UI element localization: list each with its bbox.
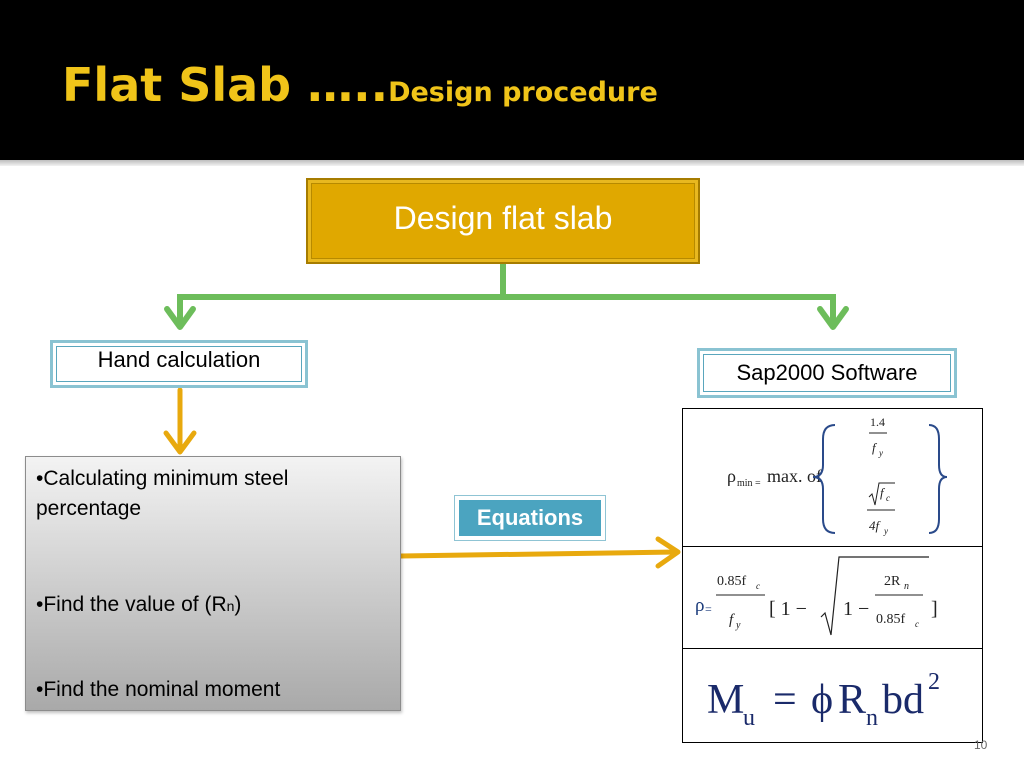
moment-equation: M u = ϕ R n bd 2 <box>707 669 940 731</box>
orange-down-arrow <box>163 387 197 455</box>
inner-one: 1 − <box>843 598 869 620</box>
rho-min-symbol: ρ <box>727 466 736 486</box>
design-flat-slab-box: Design flat slab <box>306 178 700 264</box>
rho-numerator-sub: c <box>756 581 760 591</box>
slide-title: Flat Slab …..Design procedure <box>62 58 658 112</box>
rho-min-formula: ρ min = max. of 1.4 f y f c 4f y <box>683 409 982 547</box>
bracket-open: [ 1 − <box>769 598 807 620</box>
rho-symbol: ρ <box>695 595 704 616</box>
term2-denominator-sub: y <box>883 526 888 536</box>
slide-title-main: Flat Slab ….. <box>62 58 389 112</box>
sap2000-software-box: Sap2000 Software <box>697 348 957 398</box>
left-brace <box>812 424 836 534</box>
term2-numerator-sub: c <box>886 493 890 503</box>
sqrt-sign <box>868 482 895 506</box>
moment-bd: bd <box>882 677 924 723</box>
moment-formula: M u = ϕ R n bd 2 <box>683 649 982 742</box>
slide-number: 10 <box>974 738 988 752</box>
equations-label: Equations <box>454 495 606 541</box>
inner-denominator-sub: c <box>915 619 919 629</box>
moment-M: M <box>707 677 744 723</box>
moment-R: R <box>838 677 866 723</box>
hand-calculation-steps: •Calculating minimum steel percentage •F… <box>25 456 401 711</box>
inner-numerator: 2R <box>884 574 901 589</box>
rho-sqrt-sign <box>820 556 929 636</box>
moment-R-sub: n <box>866 705 878 731</box>
inner-denominator: 0.85f <box>876 612 906 627</box>
rho-min-equation: ρ min = max. of 1.4 f y f c 4f y <box>727 415 948 536</box>
step-nominal-moment: •Find the nominal moment <box>36 678 281 701</box>
step-find-rn: •Find the value of (Rn) <box>36 590 386 621</box>
hand-calculation-box: Hand calculation <box>50 340 308 388</box>
formula-panel: ρ min = max. of 1.4 f y f c 4f y ρ = 0.8… <box>682 408 983 743</box>
step-find-rn-sub: n <box>226 598 235 614</box>
term1-denominator-sub: y <box>878 448 883 458</box>
rho-denominator-sub: y <box>735 620 741 631</box>
right-brace <box>928 424 948 534</box>
inner-numerator-sub: n <box>904 581 909 592</box>
green-split-arrow <box>164 261 849 330</box>
term1-denominator: f <box>872 440 878 455</box>
step-find-rn-text: •Find the value of (R <box>36 593 227 616</box>
slide-title-sub: Design procedure <box>388 77 658 108</box>
rho-denominator: f <box>729 612 735 628</box>
term2-numerator: f <box>880 485 886 500</box>
moment-M-sub: u <box>743 705 755 731</box>
step-min-steel: •Calculating minimum steel percentage <box>36 467 289 520</box>
rho-equation: ρ = 0.85f c f y [ 1 − 1 − 2R n 0.85f c ] <box>695 556 938 636</box>
rho-equals: = <box>705 602 712 616</box>
moment-equals: = <box>773 677 797 723</box>
rho-numerator: 0.85f <box>717 574 747 589</box>
moment-exponent: 2 <box>928 669 940 695</box>
step-find-rn-end: ) <box>234 593 242 616</box>
rho-min-sub: min = <box>737 478 761 489</box>
term1-numerator: 1.4 <box>870 415 885 429</box>
bracket-close: ] <box>931 598 938 620</box>
moment-phi: ϕ <box>811 677 833 723</box>
title-divider <box>0 160 1024 166</box>
max-of-text: max. of <box>767 466 822 486</box>
rho-formula: ρ = 0.85f c f y [ 1 − 1 − 2R n 0.85f c ] <box>683 547 982 649</box>
orange-right-arrow <box>398 536 681 569</box>
term2-denominator: 4f <box>869 518 882 533</box>
title-bar <box>0 0 1024 160</box>
